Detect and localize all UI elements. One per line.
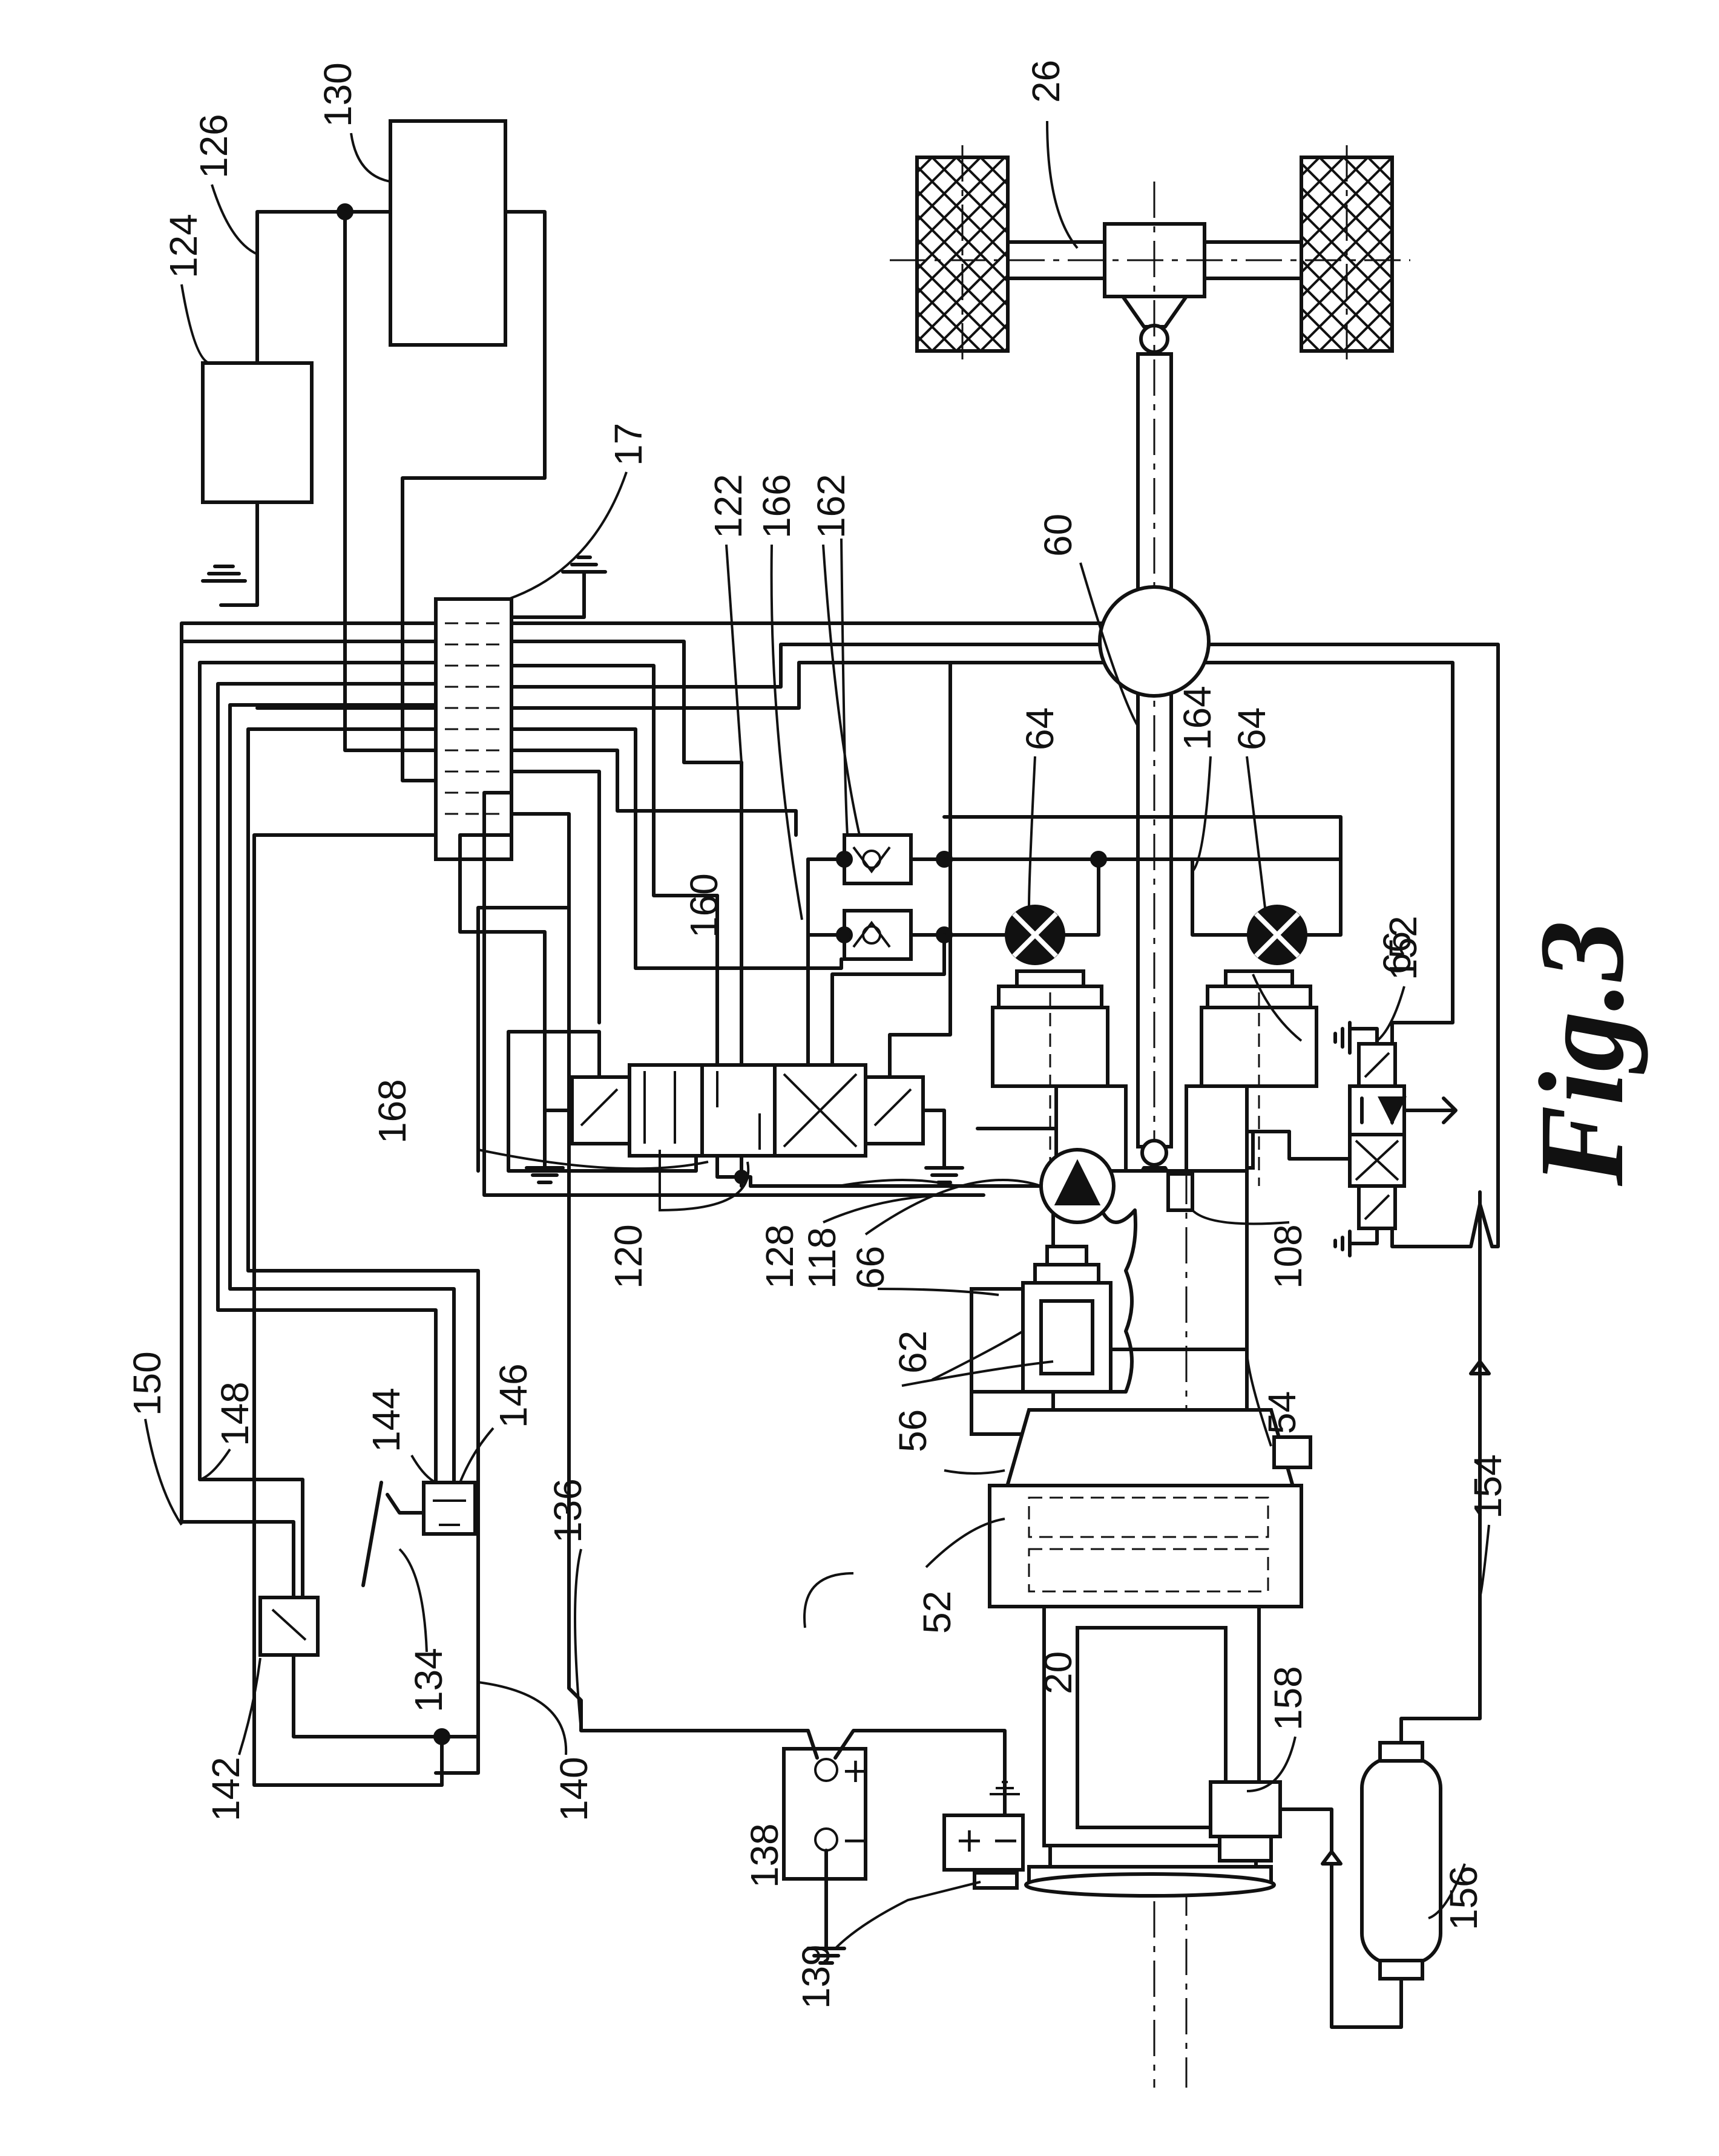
label-136: 136 [546, 1478, 590, 1543]
shaft-junction [1098, 585, 1211, 698]
label-118: 118 [800, 1227, 844, 1289]
label-162: 162 [809, 474, 853, 539]
main-pump-62 [749, 1148, 1116, 1224]
label-26: 26 [1024, 60, 1068, 103]
control-unit-17 [434, 555, 607, 861]
label-139: 139 [794, 1944, 838, 2009]
check-valve-lower [843, 909, 913, 961]
flywheel-139 [1024, 1872, 1276, 1898]
label-20: 20 [1036, 1651, 1080, 1694]
label-54: 54 [1260, 1391, 1304, 1434]
figure-title: Fig.3 [1515, 920, 1649, 1187]
label-134: 134 [407, 1648, 450, 1712]
label-17: 17 [606, 423, 650, 466]
pump-66-left [991, 969, 1109, 1186]
label-120: 120 [606, 1224, 650, 1289]
label-126: 126 [192, 114, 235, 179]
battery-minus: − [841, 1821, 870, 1860]
label-158: 158 [1266, 1666, 1310, 1731]
starter-minus: − [991, 1821, 1020, 1860]
label-164: 164 [1175, 686, 1219, 750]
label-60: 60 [1036, 514, 1080, 557]
label-52: 52 [915, 1591, 959, 1634]
label-128: 128 [758, 1224, 801, 1289]
pto-56 [1021, 1245, 1113, 1394]
label-64-left: 64 [1018, 707, 1062, 750]
label-152: 152 [1381, 916, 1425, 980]
label-122: 122 [706, 474, 750, 539]
starter-plus: + [955, 1821, 984, 1860]
label-150: 150 [125, 1351, 169, 1416]
label-160: 160 [682, 873, 726, 938]
compressor-158 [1209, 1780, 1333, 1863]
lower-u-joint [1140, 1139, 1168, 1167]
battery-138: + − [567, 818, 1007, 1965]
air-valve-152 [948, 643, 1500, 1257]
label-140: 140 [552, 1757, 596, 1821]
label-124: 124 [162, 214, 205, 278]
air-tank-156 [1321, 1190, 1491, 2029]
accelerator-pedal-134 [361, 1481, 477, 1587]
hydraulic-motor-left [1005, 905, 1065, 965]
label-66-left: 66 [849, 1246, 892, 1289]
leader-lines [144, 120, 1490, 1950]
label-166: 166 [755, 474, 798, 539]
label-130: 130 [316, 62, 360, 127]
label-142: 142 [204, 1757, 248, 1821]
directional-valve-120 [507, 661, 964, 1188]
label-146: 146 [491, 1363, 535, 1428]
label-138: 138 [743, 1823, 786, 1888]
label-168: 168 [370, 1079, 414, 1144]
controller-130 [389, 119, 507, 347]
label-62: 62 [891, 1331, 935, 1374]
label-156: 156 [1442, 1866, 1485, 1930]
clutch-housing-52 [988, 1408, 1312, 1608]
rear-axle-assembly [890, 145, 1410, 363]
differential-yoke [1121, 295, 1188, 329]
label-64-right: 64 [1230, 707, 1274, 750]
label-108: 108 [1266, 1224, 1310, 1289]
switch-142 [258, 1596, 480, 1787]
label-154: 154 [1466, 1454, 1510, 1519]
check-valve-upper [843, 833, 913, 885]
label-144: 144 [364, 1388, 408, 1452]
label-56: 56 [891, 1409, 935, 1452]
starter-motor: + − [942, 1781, 1025, 1872]
reference-labels: 17 20 26 52 54 56 60 62 64 64 66 66 108 … [125, 60, 1510, 2009]
label-148: 148 [213, 1381, 257, 1446]
controller-124 [201, 361, 314, 504]
hydraulic-motor-right [1247, 905, 1307, 965]
label-66-right: 66 [1375, 931, 1419, 974]
battery-plus: + [841, 1751, 870, 1791]
sensor-108 [1166, 1172, 1194, 1212]
engine-20 [973, 1605, 1276, 1898]
